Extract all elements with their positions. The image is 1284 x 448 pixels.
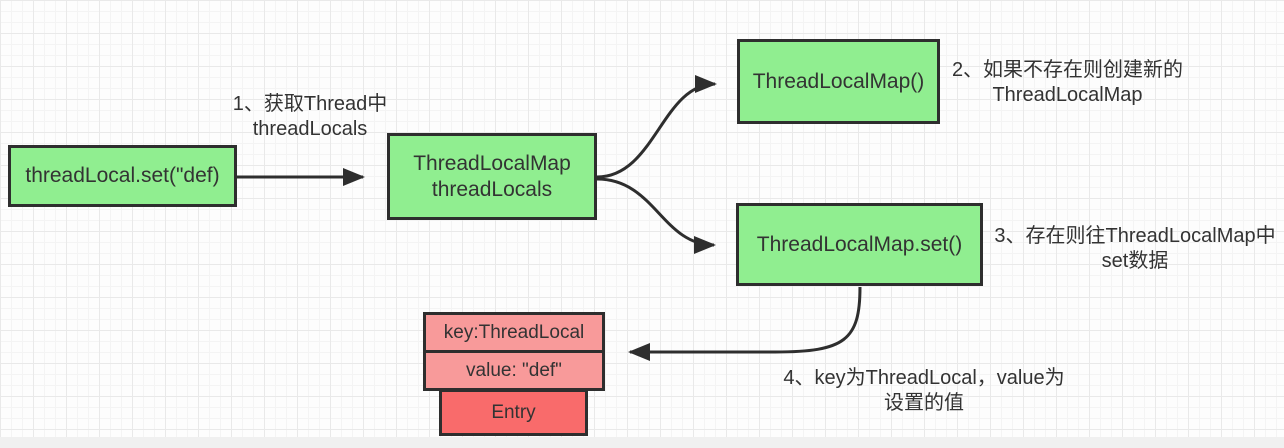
node-threadlocalmap-line2: threadLocals bbox=[431, 177, 553, 201]
node-threadlocal-set: threadLocal.set("def) bbox=[8, 145, 237, 207]
node-entry-label: Entry bbox=[491, 401, 536, 423]
annotation-step1-line2: threadLocals bbox=[252, 118, 368, 140]
annotation-step4: 4、key为ThreadLocal，value为 设置的值 bbox=[778, 366, 1070, 416]
annotation-step4-line2: 设置的值 bbox=[884, 392, 964, 414]
annotation-step2-line1: 2、如果不存在则创建新的 bbox=[951, 59, 1184, 81]
node-threadlocalmap-threadlocals: ThreadLocalMap threadLocals bbox=[387, 133, 597, 220]
node-entry-key-label: key:ThreadLocal bbox=[443, 321, 585, 343]
node-threadlocalmap-set-label: ThreadLocalMap.set() bbox=[756, 232, 963, 256]
annotation-step3: 3、存在则往ThreadLocalMap中 set数据 bbox=[985, 224, 1284, 274]
node-entry: Entry bbox=[439, 389, 588, 436]
node-threadlocal-set-label: threadLocal.set("def) bbox=[25, 164, 220, 187]
node-threadlocalmap-constructor-label: ThreadLocalMap() bbox=[752, 69, 925, 93]
annotation-step2: 2、如果不存在则创建新的 ThreadLocalMap bbox=[945, 58, 1190, 108]
node-threadlocalmap-line1: ThreadLocalMap bbox=[413, 151, 571, 175]
node-threadlocalmap-set: ThreadLocalMap.set() bbox=[736, 203, 983, 286]
annotation-step2-line2: ThreadLocalMap bbox=[992, 84, 1143, 106]
annotation-step3-line2: set数据 bbox=[1101, 250, 1169, 272]
node-entry-value-label: value: "def" bbox=[466, 359, 562, 381]
annotation-step3-line1: 3、存在则往ThreadLocalMap中 bbox=[994, 225, 1276, 247]
canvas-bottom-edge bbox=[0, 437, 1284, 448]
node-entry-key: key:ThreadLocal bbox=[423, 312, 605, 353]
annotation-step1: 1、获取Thread中 threadLocals bbox=[220, 92, 400, 142]
annotation-step4-line1: 4、key为ThreadLocal，value为 bbox=[783, 367, 1065, 389]
node-threadlocalmap-constructor: ThreadLocalMap() bbox=[737, 39, 940, 124]
node-entry-value: value: "def" bbox=[423, 350, 605, 391]
arrow-setfn-to-entry bbox=[628, 286, 862, 361]
annotation-step1-line1: 1、获取Thread中 bbox=[232, 93, 388, 115]
arrow-map-to-setfn bbox=[596, 177, 716, 254]
arrow-map-to-ctor bbox=[596, 75, 717, 179]
